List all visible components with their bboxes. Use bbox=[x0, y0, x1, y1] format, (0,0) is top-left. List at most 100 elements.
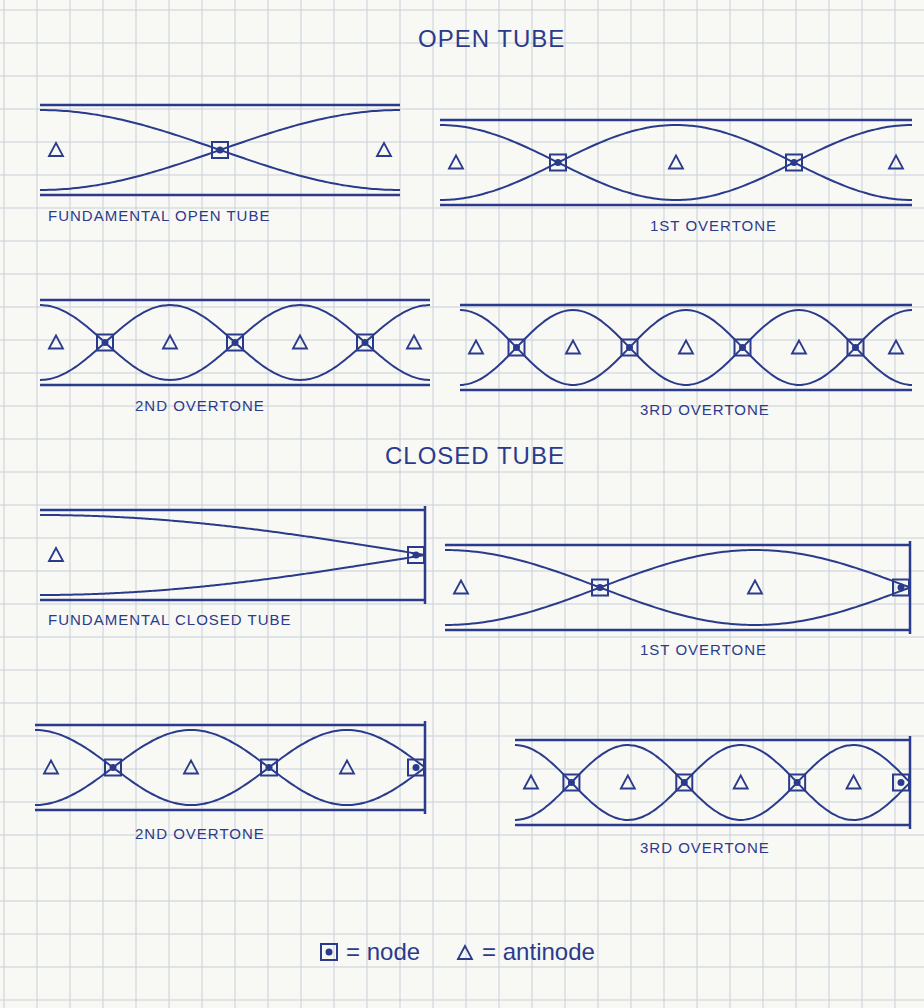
grid-line bbox=[0, 10, 924, 11]
closed-tube bbox=[445, 541, 910, 634]
node-dot bbox=[217, 147, 224, 154]
standing-wave bbox=[515, 745, 910, 820]
antinode-symbol bbox=[621, 776, 635, 789]
antinode-symbol bbox=[44, 761, 58, 774]
grid-line bbox=[169, 0, 170, 1008]
closed-tube bbox=[515, 736, 910, 829]
node-symbol bbox=[212, 142, 228, 158]
open-tube bbox=[40, 105, 400, 195]
grid-line bbox=[499, 0, 500, 1008]
antinode-symbol bbox=[449, 156, 463, 169]
grid-line bbox=[0, 967, 924, 968]
node-dot bbox=[739, 344, 746, 351]
node-symbol bbox=[408, 547, 424, 563]
grid-line bbox=[400, 0, 401, 1008]
node-symbol bbox=[550, 155, 566, 171]
tube-caption: 1ST OVERTONE bbox=[650, 218, 777, 235]
antinode-symbol bbox=[184, 761, 198, 774]
tube-caption: FUNDAMENTAL OPEN TUBE bbox=[48, 208, 270, 225]
closed-tube bbox=[35, 721, 425, 814]
antinode-symbol bbox=[524, 776, 538, 789]
node-symbol bbox=[848, 340, 864, 356]
antinode-symbol bbox=[454, 581, 468, 594]
node-dot bbox=[555, 159, 562, 166]
standing-wave bbox=[40, 555, 425, 595]
grid-line bbox=[0, 571, 924, 572]
standing-wave bbox=[460, 310, 912, 385]
node-dot bbox=[413, 764, 420, 771]
standing-wave bbox=[445, 550, 910, 625]
tube-wall bbox=[460, 304, 912, 307]
grid-line bbox=[466, 0, 467, 1008]
standing-wave bbox=[35, 730, 425, 805]
grid-line bbox=[301, 0, 302, 1008]
node-dot bbox=[626, 344, 633, 351]
grid-line bbox=[0, 703, 924, 704]
grid-line bbox=[565, 0, 566, 1008]
standing-wave bbox=[445, 550, 910, 625]
tube-wall bbox=[40, 194, 400, 197]
antinode-symbol bbox=[469, 341, 483, 354]
standing-wave bbox=[40, 110, 400, 190]
section-heading: CLOSED TUBE bbox=[385, 443, 565, 469]
node-symbol bbox=[321, 944, 337, 960]
node-dot bbox=[898, 779, 905, 786]
grid-line bbox=[0, 934, 924, 935]
grid-line bbox=[796, 0, 797, 1008]
grid-line bbox=[0, 307, 924, 308]
grid-line bbox=[631, 0, 632, 1008]
standing-wave bbox=[460, 310, 912, 385]
grid-line bbox=[0, 670, 924, 671]
grid-line bbox=[0, 538, 924, 539]
legend-item: = node bbox=[318, 938, 420, 966]
grid-line bbox=[532, 0, 533, 1008]
antinode-symbol bbox=[889, 156, 903, 169]
node-dot bbox=[898, 584, 905, 591]
node-dot bbox=[568, 779, 575, 786]
node-dot bbox=[110, 764, 117, 771]
grid-line bbox=[202, 0, 203, 1008]
node-symbol bbox=[622, 340, 638, 356]
tube-caption: 1ST OVERTONE bbox=[640, 642, 767, 659]
open-tube bbox=[40, 300, 430, 385]
antinode-symbol bbox=[566, 341, 580, 354]
legend-item: = antinode bbox=[454, 938, 595, 966]
grid-line bbox=[70, 0, 71, 1008]
tube-caption: 2ND OVERTONE bbox=[135, 826, 265, 843]
legend-text: = node bbox=[346, 938, 420, 966]
node-dot bbox=[852, 344, 859, 351]
antinode-swatch bbox=[454, 941, 476, 963]
node-dot bbox=[266, 764, 273, 771]
node-symbol bbox=[592, 580, 608, 596]
standing-wave bbox=[40, 305, 430, 380]
node-symbol bbox=[509, 340, 525, 356]
grid-line bbox=[862, 0, 863, 1008]
grid-line bbox=[136, 0, 137, 1008]
standing-wave bbox=[40, 305, 430, 380]
tube-caption: 2ND OVERTONE bbox=[135, 398, 265, 415]
node-symbol bbox=[261, 760, 277, 776]
tube-wall bbox=[35, 809, 425, 812]
antinode-symbol bbox=[377, 143, 391, 156]
tube-wall bbox=[40, 599, 425, 602]
legend: = node = antinode bbox=[318, 938, 595, 966]
tube-wall bbox=[40, 299, 430, 302]
grid-line bbox=[0, 901, 924, 902]
node-dot bbox=[413, 552, 420, 559]
grid-line bbox=[0, 109, 924, 110]
tube-wall bbox=[440, 119, 912, 122]
tube-caption: 3RD OVERTONE bbox=[640, 402, 770, 419]
grid-line bbox=[0, 373, 924, 374]
antinode-symbol bbox=[669, 156, 683, 169]
node-symbol bbox=[893, 775, 909, 791]
tube-wall bbox=[440, 204, 912, 207]
grid-line bbox=[730, 0, 731, 1008]
tube-wall bbox=[35, 724, 425, 727]
grid-line bbox=[37, 0, 38, 1008]
grid-line bbox=[664, 0, 665, 1008]
antinode-symbol bbox=[792, 341, 806, 354]
node-symbol bbox=[97, 335, 113, 351]
antinode-symbol bbox=[293, 336, 307, 349]
